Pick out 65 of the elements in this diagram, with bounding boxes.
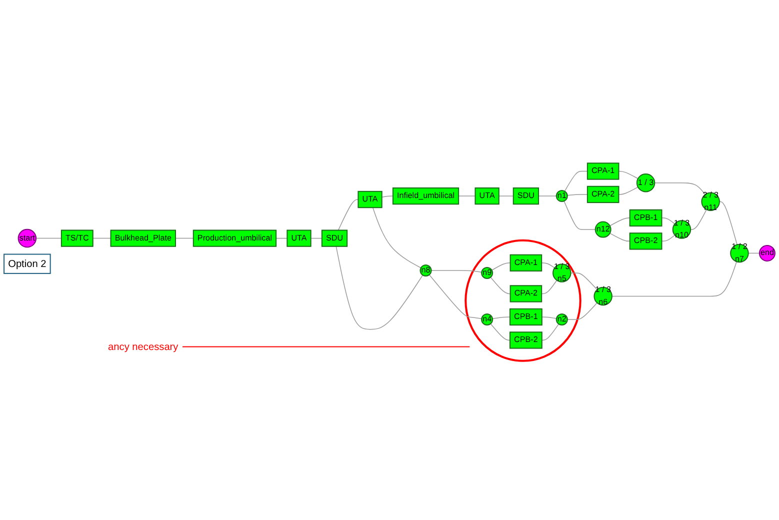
connector xyxy=(542,324,560,341)
node-box: UTA xyxy=(286,230,312,247)
node-box: CPA-1 xyxy=(586,162,620,180)
connector xyxy=(490,323,510,341)
connector xyxy=(490,276,511,294)
node-box: TS/TC xyxy=(60,230,94,247)
node-box: UTA xyxy=(474,187,500,205)
connector xyxy=(564,200,596,230)
node-box: Option 2 xyxy=(4,254,51,274)
node-box: CPA-1 xyxy=(510,254,542,272)
node-circle: n2 xyxy=(556,313,568,326)
connector xyxy=(310,238,322,239)
node-box: CPB-2 xyxy=(629,232,662,250)
connector xyxy=(610,218,630,226)
node-box: CPB-1 xyxy=(629,209,662,227)
node-box: Infield_umbilical xyxy=(392,187,460,205)
node-box: CPA-2 xyxy=(510,285,542,302)
node-circle: 1 / 3 xyxy=(636,173,656,192)
cluster xyxy=(464,239,582,362)
node-circle: n12 xyxy=(594,221,612,238)
node-circle: n1 xyxy=(556,190,568,202)
connector xyxy=(276,238,288,239)
node-box: CPB-1 xyxy=(510,308,542,326)
connector xyxy=(541,262,555,268)
connector xyxy=(92,238,112,239)
connector xyxy=(381,196,394,198)
connector xyxy=(661,218,676,224)
connector xyxy=(491,262,511,271)
connector xyxy=(610,232,630,242)
node-box: Bulkhead_Plate xyxy=(110,230,176,247)
connector xyxy=(175,238,194,239)
node-circle: end xyxy=(758,244,776,262)
connector xyxy=(541,280,558,294)
connector xyxy=(564,170,588,192)
node-circle: start xyxy=(18,228,37,248)
connector xyxy=(690,209,707,230)
connector xyxy=(719,201,738,246)
connector xyxy=(372,207,422,268)
connector xyxy=(430,270,482,273)
connector xyxy=(618,186,638,195)
connector xyxy=(36,238,62,239)
connector xyxy=(748,252,760,254)
node-circle: n9 xyxy=(481,267,494,279)
node-circle: n4 xyxy=(481,313,494,326)
node-box: CPA-2 xyxy=(586,186,620,204)
node-circle: n8 xyxy=(420,264,432,276)
connector xyxy=(567,302,598,320)
connector xyxy=(566,194,588,196)
connector xyxy=(336,246,424,330)
connector xyxy=(492,316,510,320)
connector xyxy=(542,316,557,319)
node-box: SDU xyxy=(512,187,540,205)
node-box: Production_umbilical xyxy=(192,230,277,247)
node-box: SDU xyxy=(321,230,348,247)
connector xyxy=(612,261,738,297)
connector xyxy=(661,234,676,242)
connector xyxy=(618,170,638,179)
connector xyxy=(428,274,482,320)
node-box: CPB-2 xyxy=(510,332,542,349)
connector xyxy=(182,346,470,348)
connector xyxy=(570,272,598,290)
node-text: ancy necessary xyxy=(108,341,178,352)
node-box: UTA xyxy=(358,190,382,208)
connector xyxy=(338,199,359,231)
connector xyxy=(654,182,706,195)
